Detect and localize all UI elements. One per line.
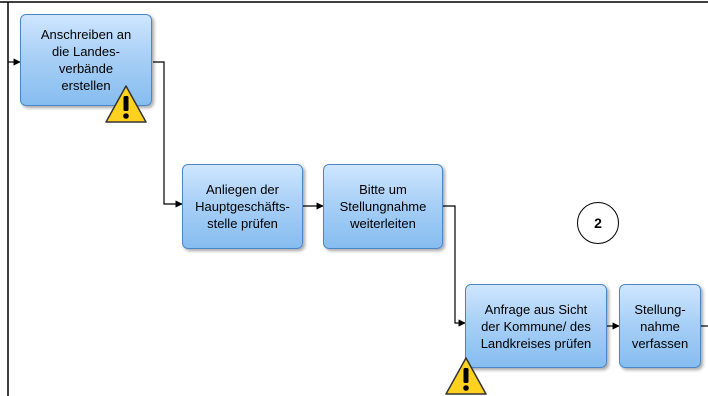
badge-number: 2 [594,215,602,231]
step-label: Anfrage aus Sicht der Kommune/ des Landk… [480,301,592,351]
step-create-letter[interactable]: Anschreiben an die Landes- verbände erst… [20,14,152,106]
step-forward-statement[interactable]: Bitte um Stellungnahme weiterleiten [323,164,443,249]
step-label: Stellung- nahme verfassen [631,301,689,351]
step-check-request[interactable]: Anliegen der Hauptgeschäfts- stelle prüf… [182,164,303,249]
warning-triangle-icon [105,85,147,123]
warning-triangle-icon [445,357,487,395]
step-number-badge: 2 [577,202,619,244]
step-write-statement[interactable]: Stellung- nahme verfassen [619,284,701,368]
step-label: Anliegen der Hauptgeschäfts- stelle prüf… [195,182,290,231]
connector-s3-s4 [443,205,466,327]
connector-s1-s2 [153,61,183,208]
step-review-municipal[interactable]: Anfrage aus Sicht der Kommune/ des Landk… [465,284,607,368]
step-label: Anschreiben an die Landes- verbände erst… [40,27,132,93]
step-label: Bitte um Stellungnahme weiterleiten [339,182,427,231]
